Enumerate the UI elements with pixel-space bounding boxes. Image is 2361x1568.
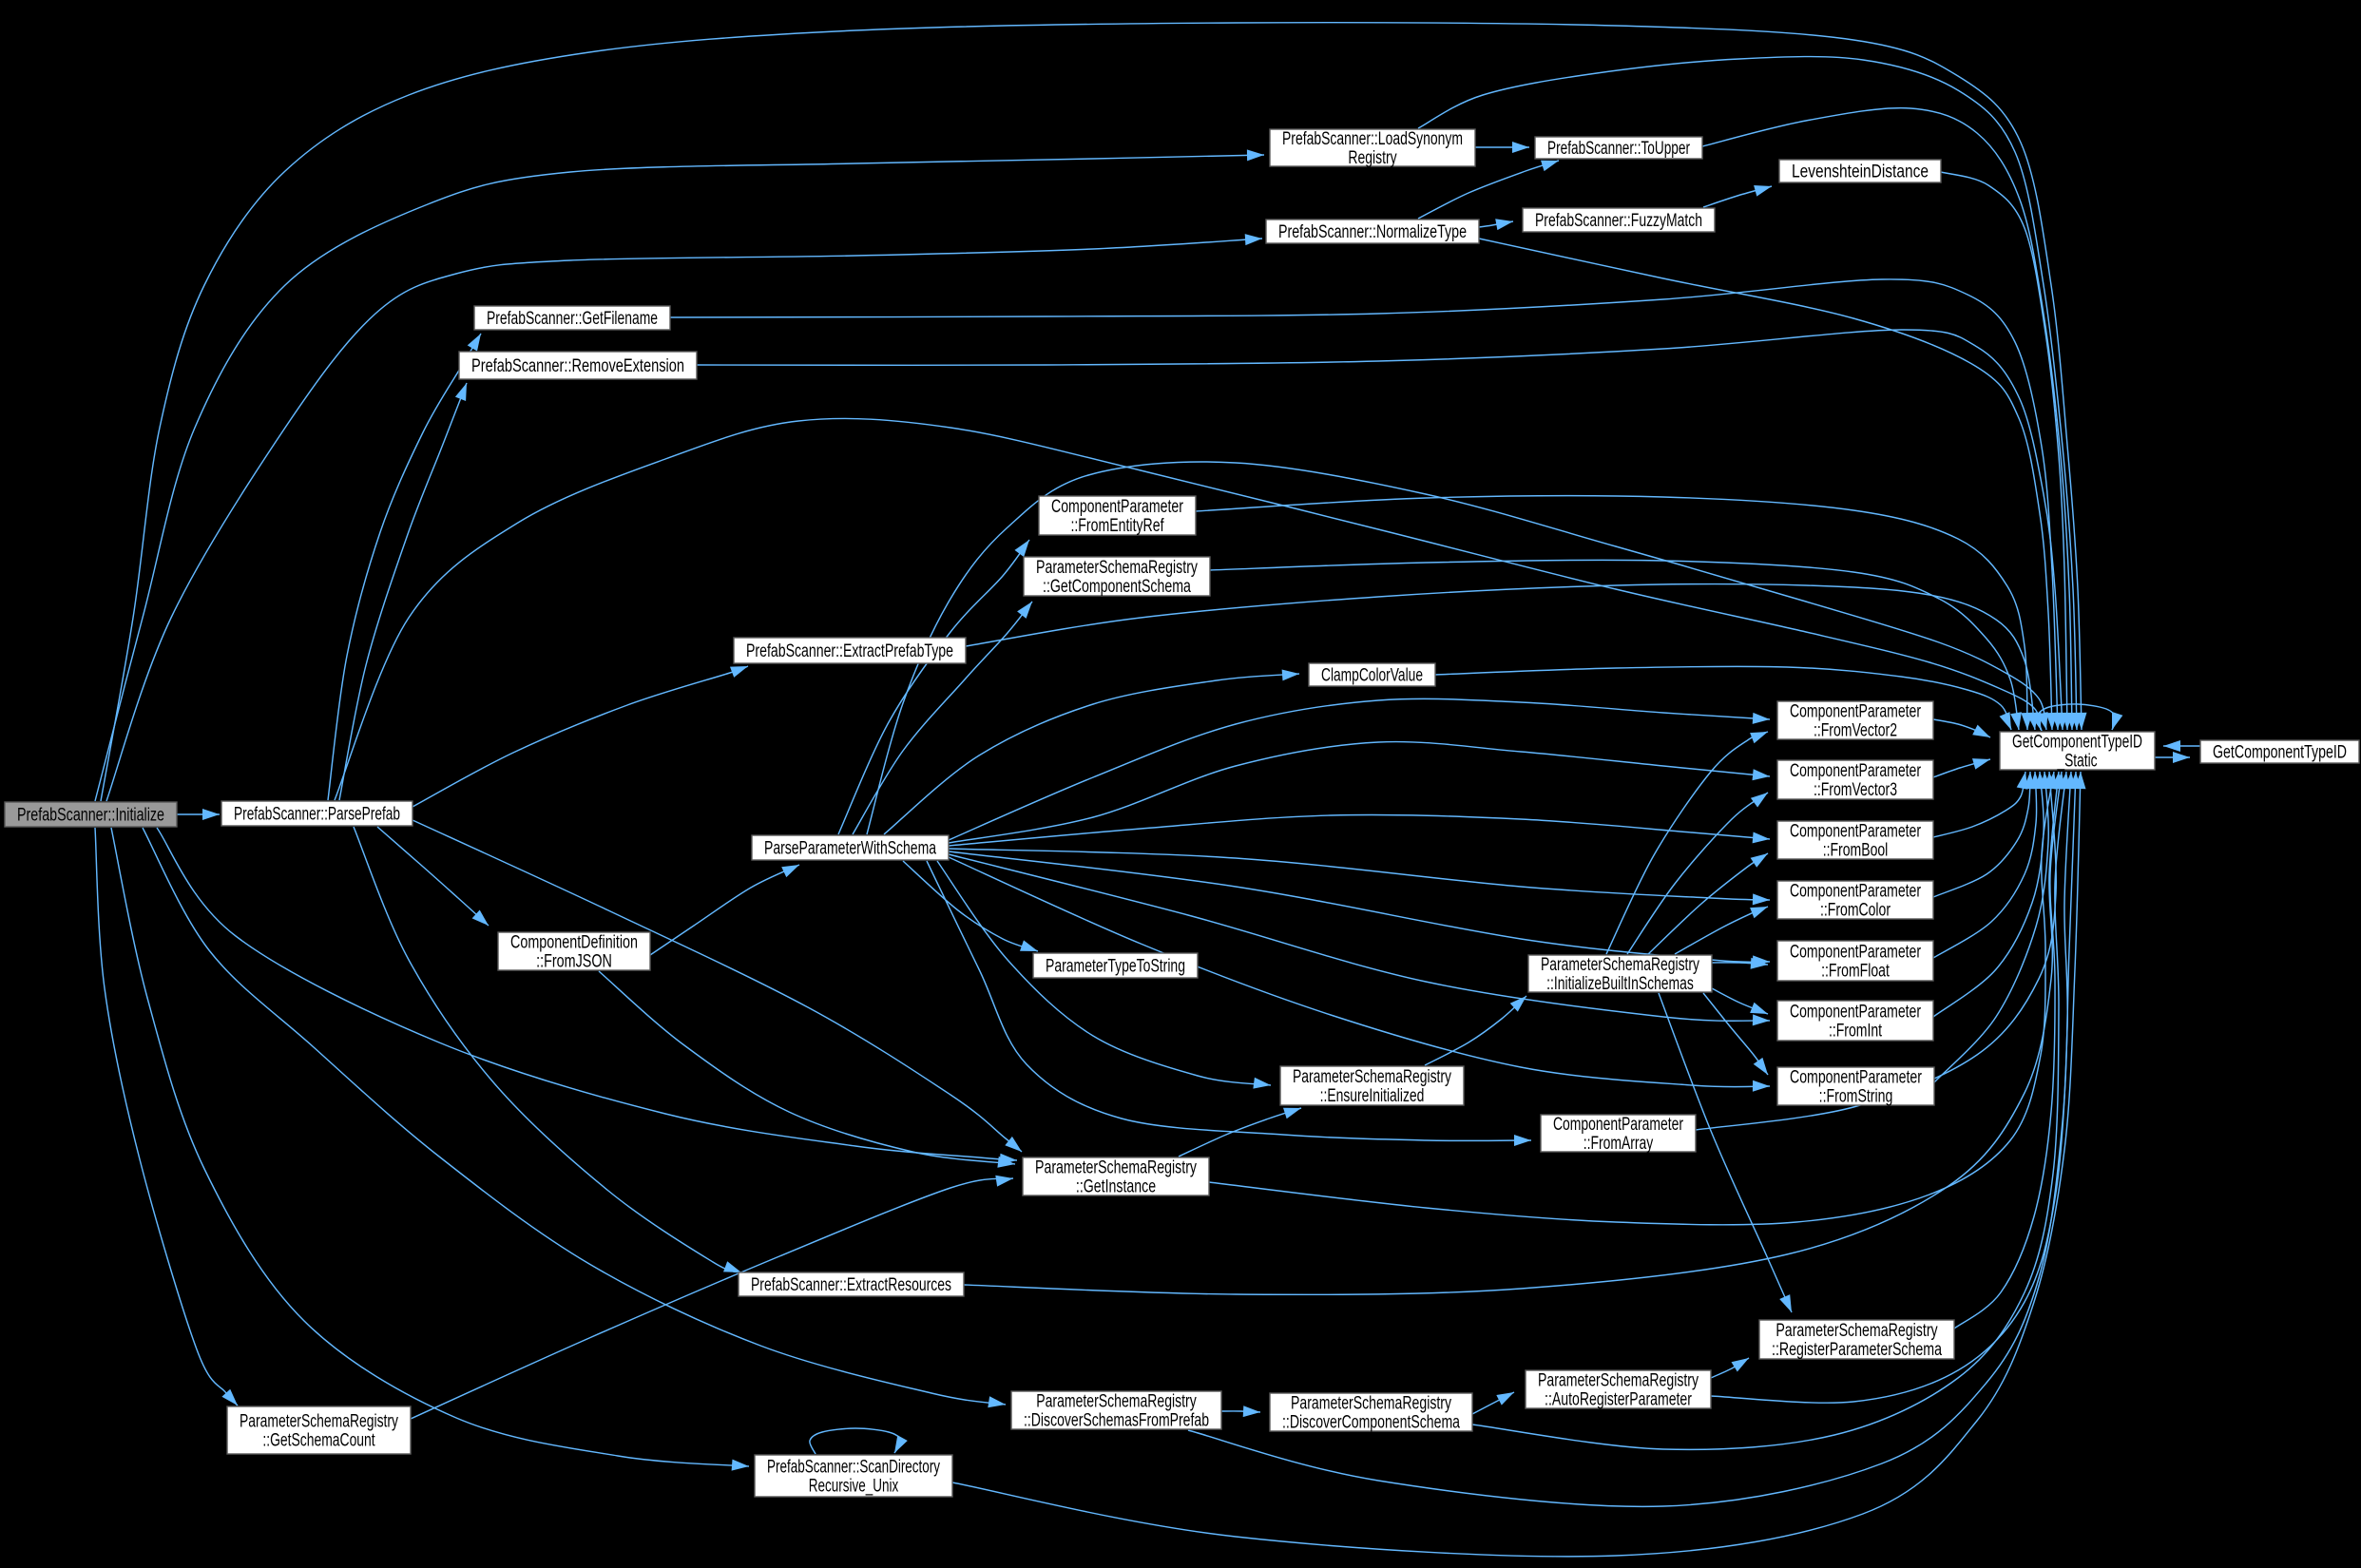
svg-text:PrefabScanner::LoadSynonym: PrefabScanner::LoadSynonym: [1282, 129, 1463, 149]
svg-text:PrefabScanner::ParsePrefab: PrefabScanner::ParsePrefab: [234, 805, 400, 825]
svg-text:::GetComponentSchema: ::GetComponentSchema: [1043, 577, 1191, 597]
svg-text:ParameterSchemaRegistry: ParameterSchemaRegistry: [1036, 558, 1198, 578]
svg-text:ParameterTypeToString: ParameterTypeToString: [1046, 957, 1185, 977]
svg-text:::DiscoverComponentSchema: ::DiscoverComponentSchema: [1282, 1413, 1460, 1433]
svg-text:PrefabScanner::Initialize: PrefabScanner::Initialize: [17, 806, 164, 826]
svg-text:LevenshteinDistance: LevenshteinDistance: [1792, 163, 1929, 182]
svg-text:GetComponentTypeID: GetComponentTypeID: [2012, 733, 2142, 753]
svg-text:PrefabScanner::NormalizeType: PrefabScanner::NormalizeType: [1278, 222, 1467, 242]
svg-text:PrefabScanner::ExtractResource: PrefabScanner::ExtractResources: [751, 1275, 951, 1295]
svg-text:ComponentParameter: ComponentParameter: [1790, 1003, 1921, 1023]
svg-text:::RegisterParameterSchema: ::RegisterParameterSchema: [1772, 1340, 1942, 1360]
svg-text:::FromInt: ::FromInt: [1829, 1022, 1883, 1042]
svg-text:::AutoRegisterParameter: ::AutoRegisterParameter: [1545, 1390, 1692, 1410]
svg-text:Registry: Registry: [1348, 148, 1397, 168]
svg-text:ComponentParameter: ComponentParameter: [1553, 1115, 1683, 1135]
svg-text:ParameterSchemaRegistry: ParameterSchemaRegistry: [1291, 1394, 1451, 1414]
svg-text:ComponentParameter: ComponentParameter: [1790, 882, 1921, 902]
svg-text:::FromVector2: ::FromVector2: [1814, 721, 1897, 741]
svg-text:GetComponentTypeID: GetComponentTypeID: [2213, 743, 2347, 763]
svg-text:::DiscoverSchemasFromPrefab: ::DiscoverSchemasFromPrefab: [1024, 1411, 1209, 1431]
svg-text:::FromBool: ::FromBool: [1823, 841, 1889, 861]
svg-text:ParameterSchemaRegistry: ParameterSchemaRegistry: [1776, 1321, 1938, 1341]
svg-text:ComponentParameter: ComponentParameter: [1790, 943, 1921, 963]
svg-text:::InitializeBuiltInSchemas: ::InitializeBuiltInSchemas: [1546, 974, 1694, 994]
svg-text:ComponentParameter: ComponentParameter: [1051, 497, 1183, 517]
svg-text:::FromString: ::FromString: [1819, 1087, 1893, 1107]
svg-text:::FromColor: ::FromColor: [1820, 901, 1891, 921]
svg-text:::FromFloat: ::FromFloat: [1821, 962, 1890, 982]
svg-text:ParameterSchemaRegistry: ParameterSchemaRegistry: [1035, 1158, 1197, 1178]
svg-text:ComponentParameter: ComponentParameter: [1790, 702, 1921, 722]
svg-text:ParameterSchemaRegistry: ParameterSchemaRegistry: [1541, 955, 1699, 975]
svg-text:::FromJSON: ::FromJSON: [536, 952, 612, 972]
svg-text:ParameterSchemaRegistry: ParameterSchemaRegistry: [1538, 1371, 1699, 1391]
svg-text:ParameterSchemaRegistry: ParameterSchemaRegistry: [240, 1412, 398, 1432]
svg-text:Recursive_Unix: Recursive_Unix: [809, 1477, 899, 1497]
svg-text:PrefabScanner::ScanDirectory: PrefabScanner::ScanDirectory: [767, 1458, 940, 1478]
svg-text:::FromVector3: ::FromVector3: [1814, 780, 1897, 800]
svg-text:ComponentParameter: ComponentParameter: [1790, 822, 1921, 842]
svg-text:PrefabScanner::RemoveExtension: PrefabScanner::RemoveExtension: [471, 356, 684, 376]
svg-text:::GetSchemaCount: ::GetSchemaCount: [262, 1431, 375, 1451]
svg-text:ClampColorValue: ClampColorValue: [1321, 666, 1423, 686]
svg-text:PrefabScanner::FuzzyMatch: PrefabScanner::FuzzyMatch: [1535, 211, 1702, 231]
svg-text:ParseParameterWithSchema: ParseParameterWithSchema: [764, 839, 936, 859]
svg-text:PrefabScanner::GetFilename: PrefabScanner::GetFilename: [487, 309, 658, 329]
svg-text:ComponentDefinition: ComponentDefinition: [510, 933, 638, 953]
svg-text:::FromArray: ::FromArray: [1584, 1134, 1654, 1154]
svg-text:PrefabScanner::ExtractPrefabTy: PrefabScanner::ExtractPrefabType: [746, 641, 953, 661]
svg-text:::EnsureInitialized: ::EnsureInitialized: [1320, 1086, 1425, 1106]
svg-text:ComponentParameter: ComponentParameter: [1790, 761, 1921, 781]
svg-text:::GetInstance: ::GetInstance: [1076, 1177, 1156, 1197]
svg-text:PrefabScanner::ToUpper: PrefabScanner::ToUpper: [1547, 139, 1690, 159]
svg-text:ParameterSchemaRegistry: ParameterSchemaRegistry: [1036, 1392, 1197, 1412]
svg-text:::FromEntityRef: ::FromEntityRef: [1070, 516, 1164, 536]
svg-text:_Static: _Static: [2057, 752, 2098, 772]
svg-text:ParameterSchemaRegistry: ParameterSchemaRegistry: [1293, 1067, 1451, 1087]
svg-text:ComponentParameter: ComponentParameter: [1790, 1068, 1922, 1088]
